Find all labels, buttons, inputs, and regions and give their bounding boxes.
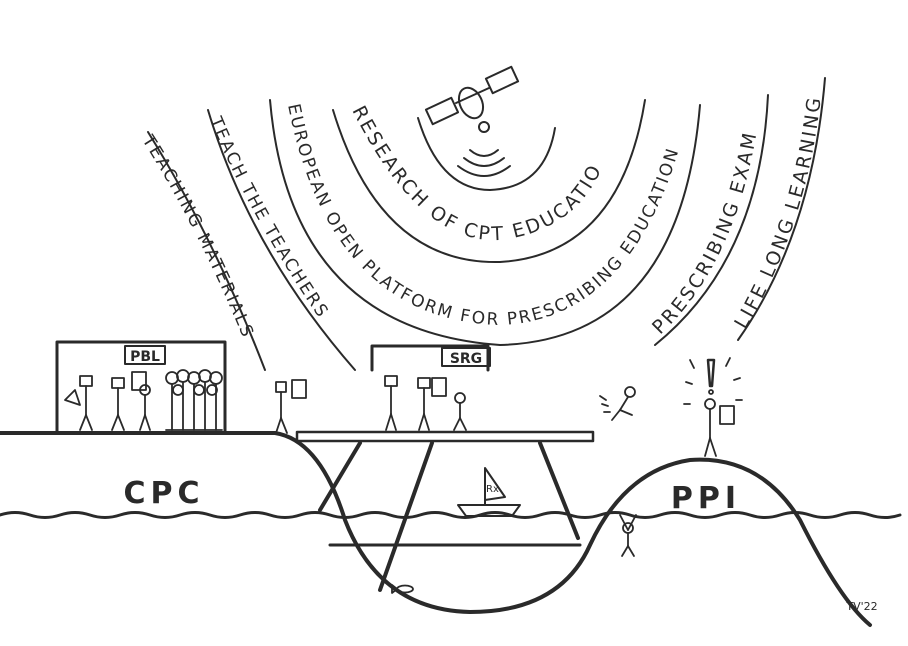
student-figure xyxy=(139,384,151,431)
bridge-figure xyxy=(453,392,467,431)
arc-line-1 xyxy=(147,131,266,371)
satellite-icon xyxy=(424,65,520,177)
crowd xyxy=(64,369,307,434)
arc-lines xyxy=(147,77,826,371)
bridge-figure xyxy=(417,377,447,431)
boat-label: Rx xyxy=(486,484,499,495)
landscape xyxy=(0,431,902,627)
ppi-label: PPI xyxy=(671,481,741,516)
bridge-figure xyxy=(384,375,398,431)
fish-icon xyxy=(391,584,414,594)
ground-line xyxy=(0,431,872,627)
srg-sign: SRG xyxy=(450,351,482,367)
sailboat-icon: Rx xyxy=(457,467,521,517)
arc-line-2 xyxy=(207,109,356,371)
arc-european-open-platform: EUROPEAN OPEN PLATFORM FOR PRESCRIBING E… xyxy=(283,102,684,330)
bridge-figures xyxy=(384,375,467,431)
water-line xyxy=(0,511,902,519)
hanging-figure xyxy=(619,514,637,557)
arc-line-3 xyxy=(269,99,701,346)
arc-line-4 xyxy=(332,99,646,264)
arc-line-5 xyxy=(417,117,556,191)
bridge-deck xyxy=(295,430,595,443)
bridge xyxy=(295,430,595,592)
arc-line-6 xyxy=(654,94,769,346)
teacher-figure xyxy=(64,375,93,431)
pbl-shelter: PBL xyxy=(55,340,227,435)
artist-signature: TV'22 xyxy=(845,600,877,613)
student-group xyxy=(165,369,223,431)
exclaiming-figure xyxy=(683,357,743,457)
walker-figure xyxy=(275,379,307,434)
arc-line-7 xyxy=(737,77,826,341)
jumping-figure xyxy=(599,386,636,421)
student-figure xyxy=(111,371,147,431)
srg-shelter: SRG xyxy=(370,344,491,372)
cpc-label: CPC xyxy=(123,476,204,511)
pbl-sign: PBL xyxy=(130,349,160,365)
